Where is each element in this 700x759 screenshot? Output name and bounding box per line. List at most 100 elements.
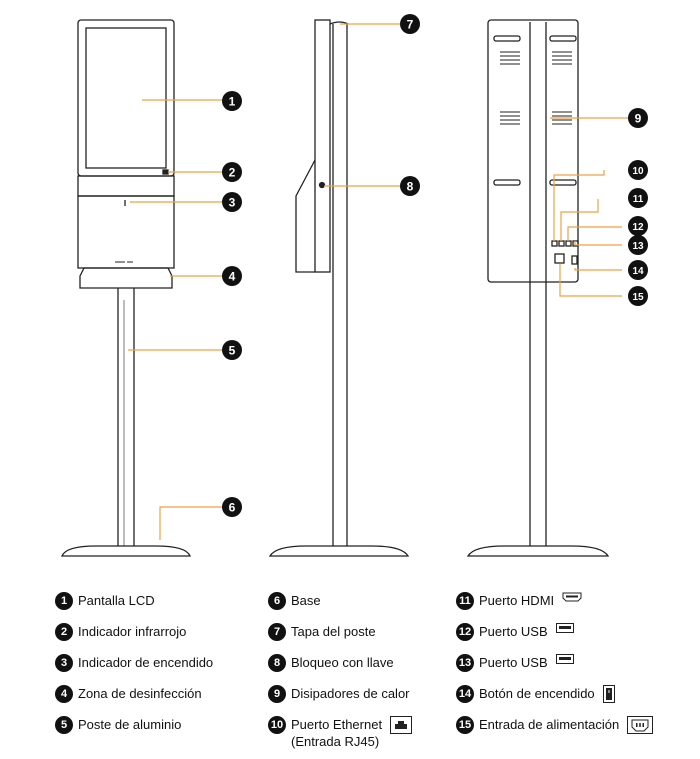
sensor-band [77, 175, 175, 197]
legend-label: Puerto USB [479, 655, 548, 670]
legend-item-5: 5 Poste de aluminio [55, 716, 181, 734]
side-screen-edge [314, 19, 331, 273]
callout-12: 12 [628, 216, 648, 236]
legend-item-3: 3 Indicador de encendido [55, 654, 213, 672]
hdmi-port [558, 240, 565, 247]
legend-label-line1: Puerto Ethernet [291, 717, 383, 732]
back-panel [487, 19, 579, 283]
callout-10: 10 [628, 160, 648, 180]
legend-label: Entrada de alimentación [479, 717, 620, 732]
back-base [466, 545, 610, 557]
callout-13: 13 [628, 235, 648, 255]
legend-label: Puerto HDMI [479, 593, 555, 608]
svg-text:4: 4 [229, 270, 236, 284]
callout-9: 9 [628, 108, 648, 128]
ethernet-port [551, 240, 558, 247]
callout-6: 6 [222, 497, 242, 517]
mount-slot [493, 35, 521, 42]
leader-lines [128, 23, 628, 540]
kiosk-diagram: 1 2 3 4 5 6 7 8 9 10 11 12 13 14 15 [61, 14, 648, 557]
lcd-screen [85, 27, 167, 169]
svg-text:10: 10 [632, 166, 644, 177]
dispenser-housing [77, 195, 175, 269]
callout-8: 8 [400, 176, 420, 196]
power-button-icon [602, 685, 615, 703]
svg-text:6: 6 [229, 501, 236, 515]
side-dispenser-profile [295, 159, 316, 273]
legend-badge: 2 [55, 623, 73, 641]
legend-label: Poste de aluminio [78, 717, 182, 732]
power-switch [571, 255, 578, 265]
legend-item-9: 9 Disipadores de calor [268, 685, 410, 703]
legend-label: Puerto Ethernet (Entrada RJ45) [291, 716, 382, 750]
svg-text:1: 1 [229, 95, 236, 109]
legend-item-8: 8 Bloqueo con llave [268, 654, 394, 672]
hdmi-port-icon [562, 592, 582, 602]
disinfection-tray [79, 267, 173, 289]
legend-badge: 9 [268, 685, 286, 703]
front-screen-frame [77, 19, 175, 177]
callout-4: 4 [222, 266, 242, 286]
legend-item-13: 13 Puerto USB [456, 654, 574, 672]
svg-text:13: 13 [632, 241, 644, 252]
legend-badge: 12 [456, 623, 474, 641]
svg-text:3: 3 [229, 196, 236, 210]
legend-badge: 10 [268, 716, 286, 734]
legend-label: Indicador infrarrojo [78, 624, 187, 639]
svg-text:11: 11 [633, 194, 644, 205]
svg-text:7: 7 [407, 18, 414, 32]
callout-1: 1 [222, 91, 242, 111]
callout-14: 14 [628, 260, 648, 280]
heat-sinks [500, 51, 572, 125]
svg-text:5: 5 [229, 344, 236, 358]
legend-label: Disipadores de calor [291, 686, 410, 701]
side-base [268, 545, 410, 557]
mount-slot [493, 179, 521, 186]
legend-badge: 13 [456, 654, 474, 672]
legend-label: Tapa del poste [291, 624, 376, 639]
callout-2: 2 [222, 162, 242, 182]
legend-badge: 3 [55, 654, 73, 672]
legend-badge: 15 [456, 716, 474, 734]
callout-11: 11 [628, 188, 648, 208]
svg-text:2: 2 [229, 166, 236, 180]
legend-label: Puerto USB [479, 624, 548, 639]
callout-5: 5 [222, 340, 242, 360]
svg-text:12: 12 [632, 222, 644, 233]
legend-badge: 7 [268, 623, 286, 641]
legend-label-line2: (Entrada RJ45) [291, 734, 380, 749]
svg-text:15: 15 [632, 292, 644, 303]
legend-item-15: 15 Entrada de alimentación [456, 716, 654, 734]
mount-slot [549, 179, 577, 186]
legend-badge: 4 [55, 685, 73, 703]
front-base [61, 545, 191, 557]
legend-label: Pantalla LCD [78, 593, 155, 608]
legend-item-2: 2 Indicador infrarrojo [55, 623, 186, 641]
svg-text:14: 14 [632, 266, 644, 277]
svg-text:8: 8 [407, 180, 414, 194]
svg-text:9: 9 [635, 112, 642, 126]
legend-label: Zona de desinfección [78, 686, 202, 701]
ethernet-port-icon [390, 716, 413, 734]
legend-badge: 6 [268, 592, 286, 610]
callout-7: 7 [400, 14, 420, 34]
legend-badge: 8 [268, 654, 286, 672]
legend-label: Indicador de encendido [78, 655, 214, 670]
usb-port-icon [555, 623, 574, 633]
callout-3: 3 [222, 192, 242, 212]
ir-indicator [162, 169, 169, 175]
legend-item-12: 12 Puerto USB [456, 623, 574, 641]
power-inlet-icon [627, 716, 654, 734]
legend-item-6: 6 Base [268, 592, 321, 610]
legend-item-1: 1 Pantalla LCD [55, 592, 155, 610]
legend-item-11: 11 Puerto HDMI [456, 592, 582, 610]
callout-badges: 1 2 3 4 5 6 7 8 9 10 11 12 13 14 15 [222, 14, 648, 517]
mount-slot [549, 35, 577, 42]
side-view [268, 19, 410, 557]
legend-item-4: 4 Zona de desinfección [55, 685, 202, 703]
usb-port-icon [555, 654, 574, 664]
legend-label: Botón de encendido [479, 686, 595, 701]
legend-label: Base [291, 593, 321, 608]
legend-item-14: 14 Botón de encendido [456, 685, 615, 703]
callout-15: 15 [628, 286, 648, 306]
